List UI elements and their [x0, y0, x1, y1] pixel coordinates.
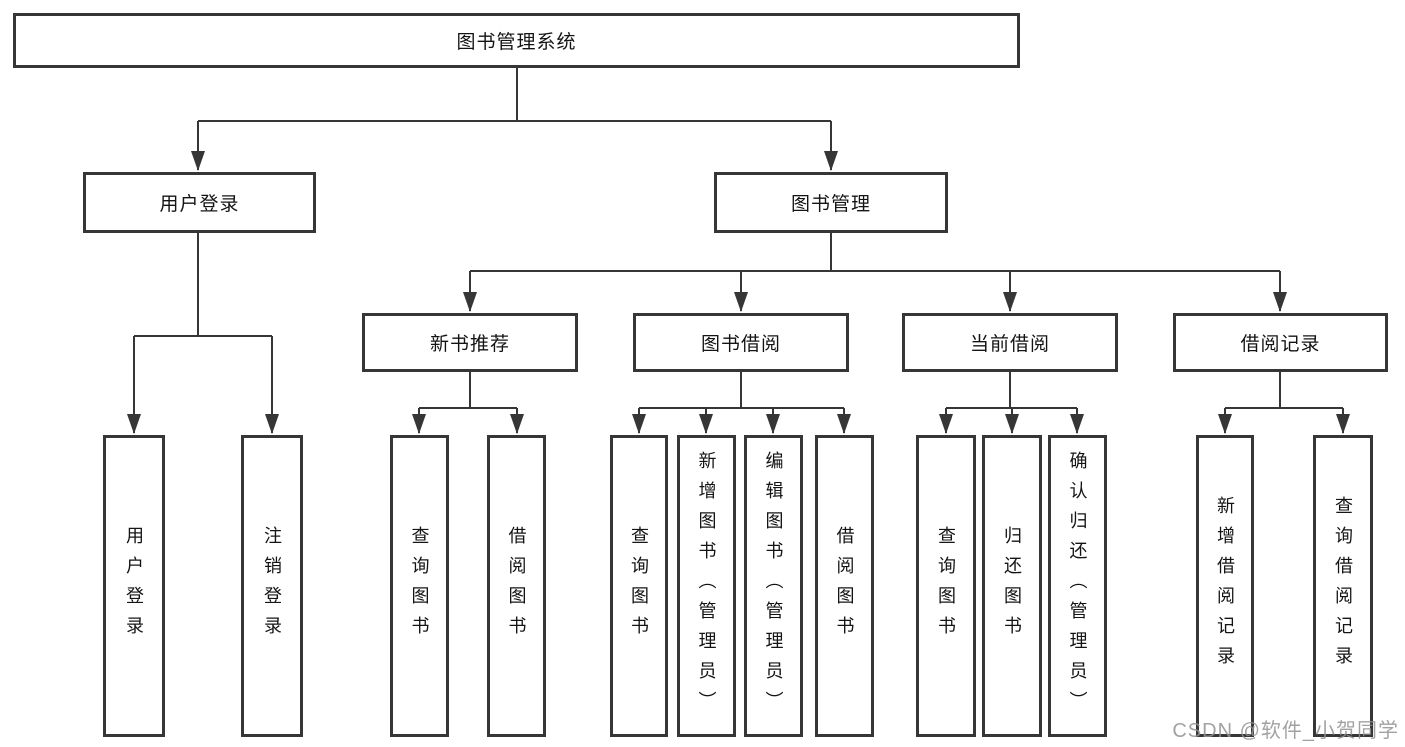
- node-leaf-user-login: 用户登录: [103, 435, 165, 737]
- node-leaf-query-book-recommend: 查询图书: [390, 435, 449, 737]
- node-borrow-records: 借阅记录: [1173, 313, 1388, 372]
- node-leaf-borrow-book-recommend: 借阅图书: [487, 435, 546, 737]
- connector-user-login-children: [134, 233, 272, 337]
- node-leaf-add-book-admin: 新增图书（管理员）: [677, 435, 736, 737]
- node-leaf-add-borrow-record: 新增借阅记录: [1196, 435, 1254, 737]
- node-current-borrow: 当前借阅: [902, 313, 1118, 372]
- node-user-login: 用户登录: [83, 172, 316, 233]
- connector-records-children: [1225, 372, 1343, 409]
- node-leaf-query-book-current: 查询图书: [916, 435, 976, 737]
- node-leaf-borrow-book: 借阅图书: [815, 435, 874, 737]
- node-leaf-confirm-return-admin: 确认归还（管理员）: [1048, 435, 1107, 737]
- connector-book-borrow-children: [639, 372, 844, 409]
- connector-current-borrow-children: [946, 372, 1077, 409]
- node-leaf-return-book: 归还图书: [982, 435, 1042, 737]
- node-root-system: 图书管理系统: [13, 13, 1020, 68]
- connector-root-to-level2: [198, 67, 831, 122]
- node-leaf-edit-book-admin: 编辑图书（管理员）: [744, 435, 803, 737]
- connector-book-management-children: [470, 233, 1280, 272]
- node-leaf-query-book-borrow: 查询图书: [610, 435, 668, 737]
- node-book-borrow: 图书借阅: [633, 313, 849, 372]
- csdn-watermark: CSDN @软件_小贺同学: [1172, 720, 1399, 742]
- node-leaf-logout: 注销登录: [241, 435, 303, 737]
- node-new-book-recommend: 新书推荐: [362, 313, 578, 372]
- node-book-management: 图书管理: [714, 172, 948, 233]
- node-leaf-query-borrow-record: 查询借阅记录: [1313, 435, 1373, 737]
- connector-new-book-children: [419, 372, 517, 409]
